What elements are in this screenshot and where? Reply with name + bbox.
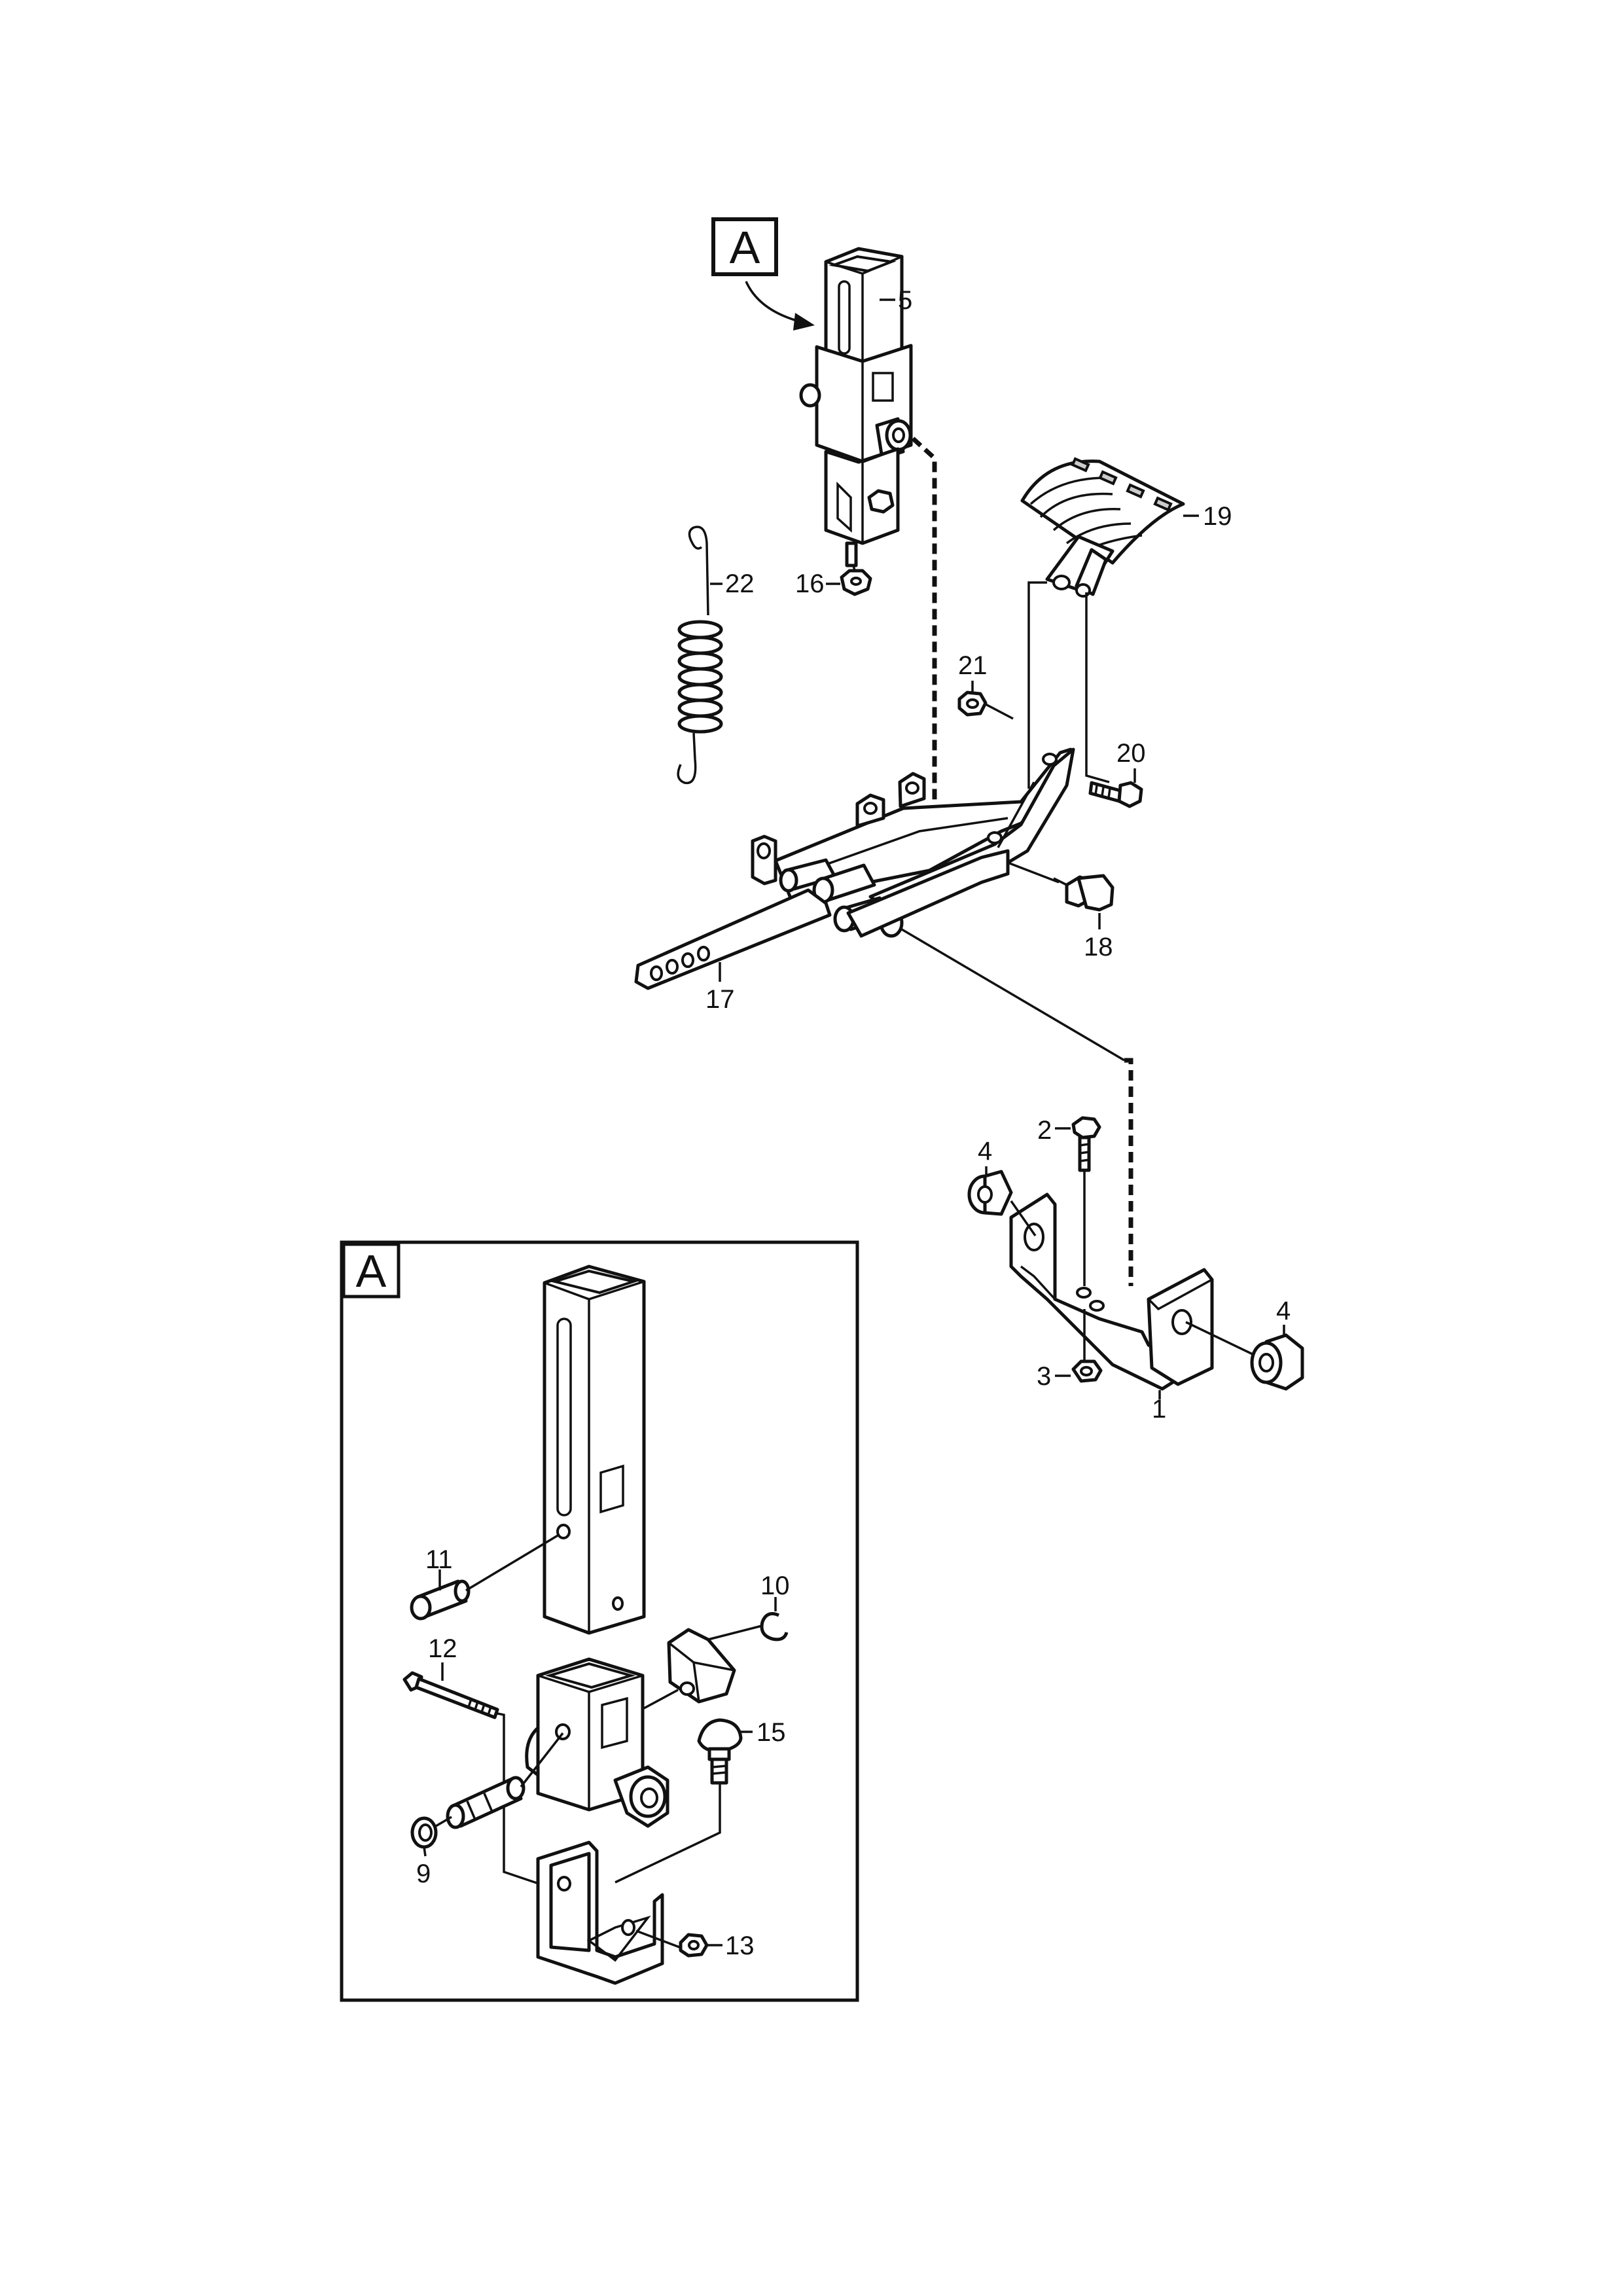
callout-4b: 4 [1276,1297,1291,1325]
alignment-line-1 [1124,1058,1133,1286]
detail-upper-tube [543,1265,646,1635]
part-4-bushing-right [1185,1321,1304,1391]
lever-frame [634,747,1075,990]
detail-shaft-pin [446,1732,564,1829]
callout-5: 5 [898,286,912,315]
callout-15: 15 [757,1718,786,1747]
part-19-pedal-pad [1020,457,1185,598]
detail-part-10-latch [643,1623,768,1710]
part-4-bushing-left [967,1166,1037,1237]
callout-18: 18 [1084,933,1113,961]
part-1-bracket [1009,1193,1214,1391]
part-21-nut [957,681,1014,720]
callout-19: 19 [1203,502,1232,531]
part-3-nut [1071,1309,1103,1383]
detail-a-letter: A [356,1246,387,1297]
part-18-bolt [1053,874,1115,929]
view-tag-a-letter: A [730,222,760,273]
detail-part-9-ring [410,1816,452,1857]
view-arrowhead [793,313,815,331]
detail-part-11-pin [410,1534,560,1621]
callout-20: 20 [1116,739,1146,768]
detail-part-15-bolt [615,1718,753,1884]
callout-16: 16 [795,569,825,598]
detail-part-13-nut [679,1933,722,1958]
callout-11: 11 [425,1545,453,1574]
alignment-line-5 [911,437,937,815]
callout-17: 17 [705,985,735,1014]
part-2-bolt [1071,1116,1101,1286]
part-5-tube-assembly [799,247,913,567]
callout-10: 10 [760,1571,790,1600]
part-20-bolt [1088,768,1143,808]
callout-4a: 4 [978,1137,992,1166]
detail-lower-housing [525,1657,669,1828]
detail-part-10-clip [760,1597,789,1641]
callout-1: 1 [1152,1395,1166,1424]
callout-3: 3 [1037,1362,1051,1391]
callout-9: 9 [416,1859,431,1888]
detail-u-bracket [536,1840,685,1985]
part-16-nut [840,565,872,596]
callout-2: 2 [1037,1116,1052,1145]
callout-13: 13 [725,1931,755,1960]
callout-12: 12 [428,1634,457,1663]
part-22-spring [677,526,723,785]
view-tag-a: A [711,217,815,331]
callout-21: 21 [958,651,988,680]
callout-22: 22 [725,569,755,598]
